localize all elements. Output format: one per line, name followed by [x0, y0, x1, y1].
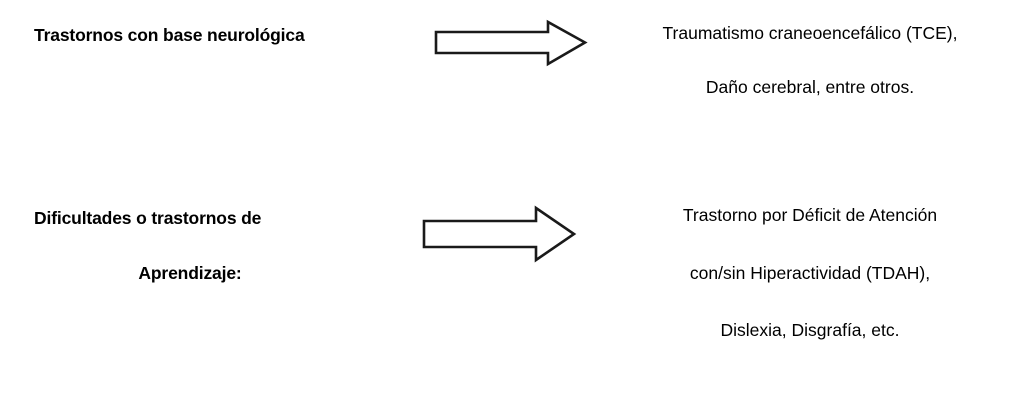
- category-label-aprendizaje: Dificultades o trastornos de Aprendizaje…: [34, 208, 346, 283]
- right-arrow-shape: [434, 19, 588, 67]
- right-arrow-outline: [422, 205, 577, 263]
- right-arrow-shape: [422, 205, 577, 263]
- example-item: Traumatismo craneoencefálico (TCE),: [662, 23, 958, 43]
- examples-aprendizaje: Trastorno por Déficit de Atención con/si…: [596, 205, 1024, 340]
- category-label-aprendizaje-line-2: Aprendizaje:: [138, 262, 242, 283]
- category-label-neurologica-line-1: Trastornos con base neurológica: [34, 25, 305, 45]
- example-item: Trastorno por Déficit de Atención: [682, 205, 938, 225]
- right-arrow-outline: [434, 19, 588, 67]
- examples-neurologica: Traumatismo craneoencefálico (TCE), Daño…: [596, 23, 1024, 97]
- category-label-neurologica: Trastornos con base neurológica: [34, 25, 364, 46]
- right-arrow-icon-aprendizaje: [421, 205, 579, 265]
- category-label-aprendizaje-line-1: Dificultades o trastornos de: [34, 208, 262, 228]
- example-item: con/sin Hiperactividad (TDAH),: [689, 262, 931, 283]
- example-item: Dislexia, Disgrafía, etc.: [720, 320, 900, 340]
- right-arrow-icon-neurologica: [433, 19, 589, 71]
- example-item: Daño cerebral, entre otros.: [705, 76, 915, 97]
